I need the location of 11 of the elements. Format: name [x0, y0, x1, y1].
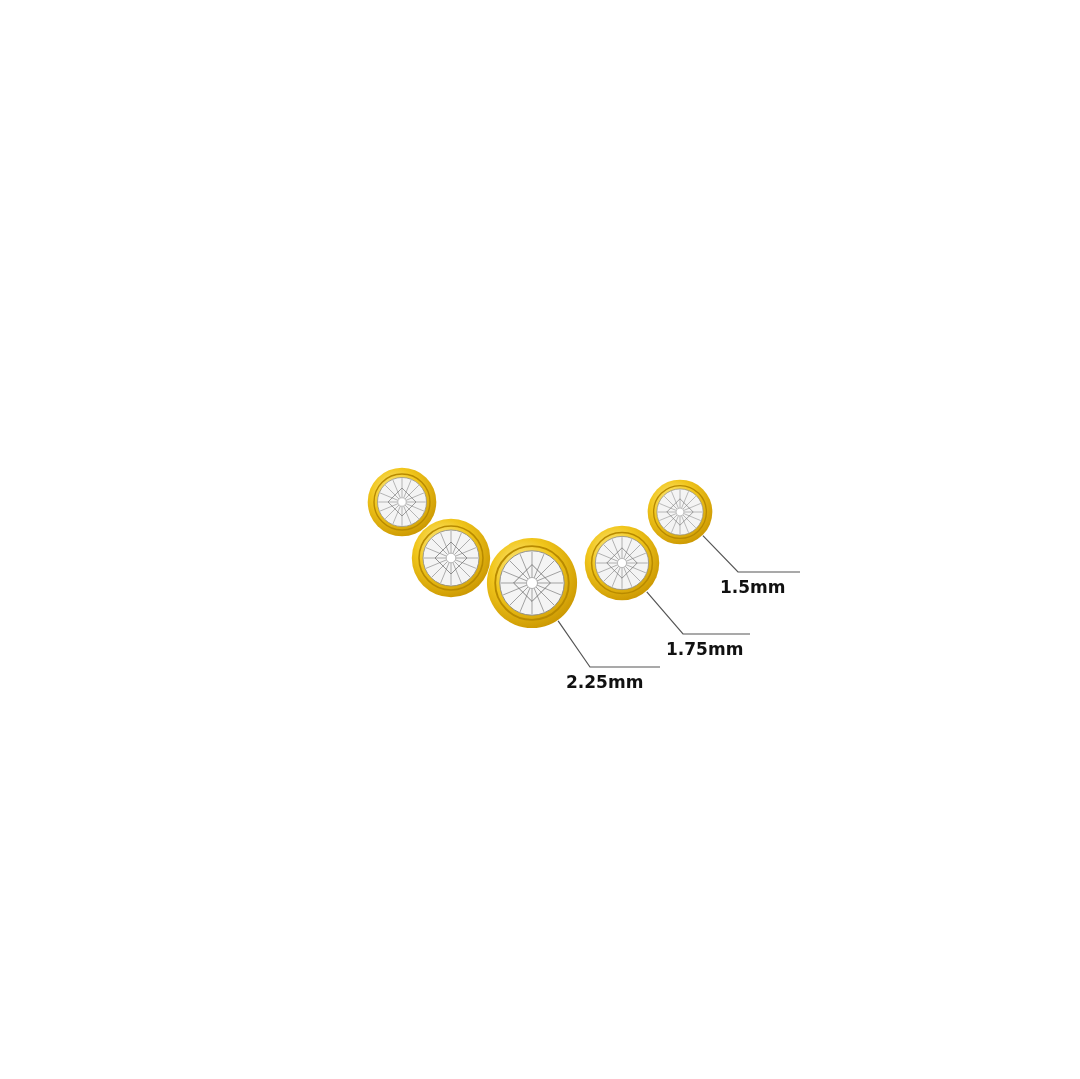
size-label: 2.25mm	[566, 667, 644, 692]
leader-line	[557, 620, 661, 668]
leader-line	[646, 591, 751, 635]
bezel-stone-drawing	[411, 518, 491, 598]
size-label: 1.5mm	[720, 572, 786, 597]
leader-line	[702, 535, 801, 573]
bezel-stone-drawing	[486, 537, 578, 629]
size-label: 1.75mm	[666, 634, 744, 659]
bezel-stone-drawing	[647, 479, 713, 545]
bezel-stone-drawing	[584, 525, 660, 601]
bezel-stone-drawing	[367, 467, 437, 537]
